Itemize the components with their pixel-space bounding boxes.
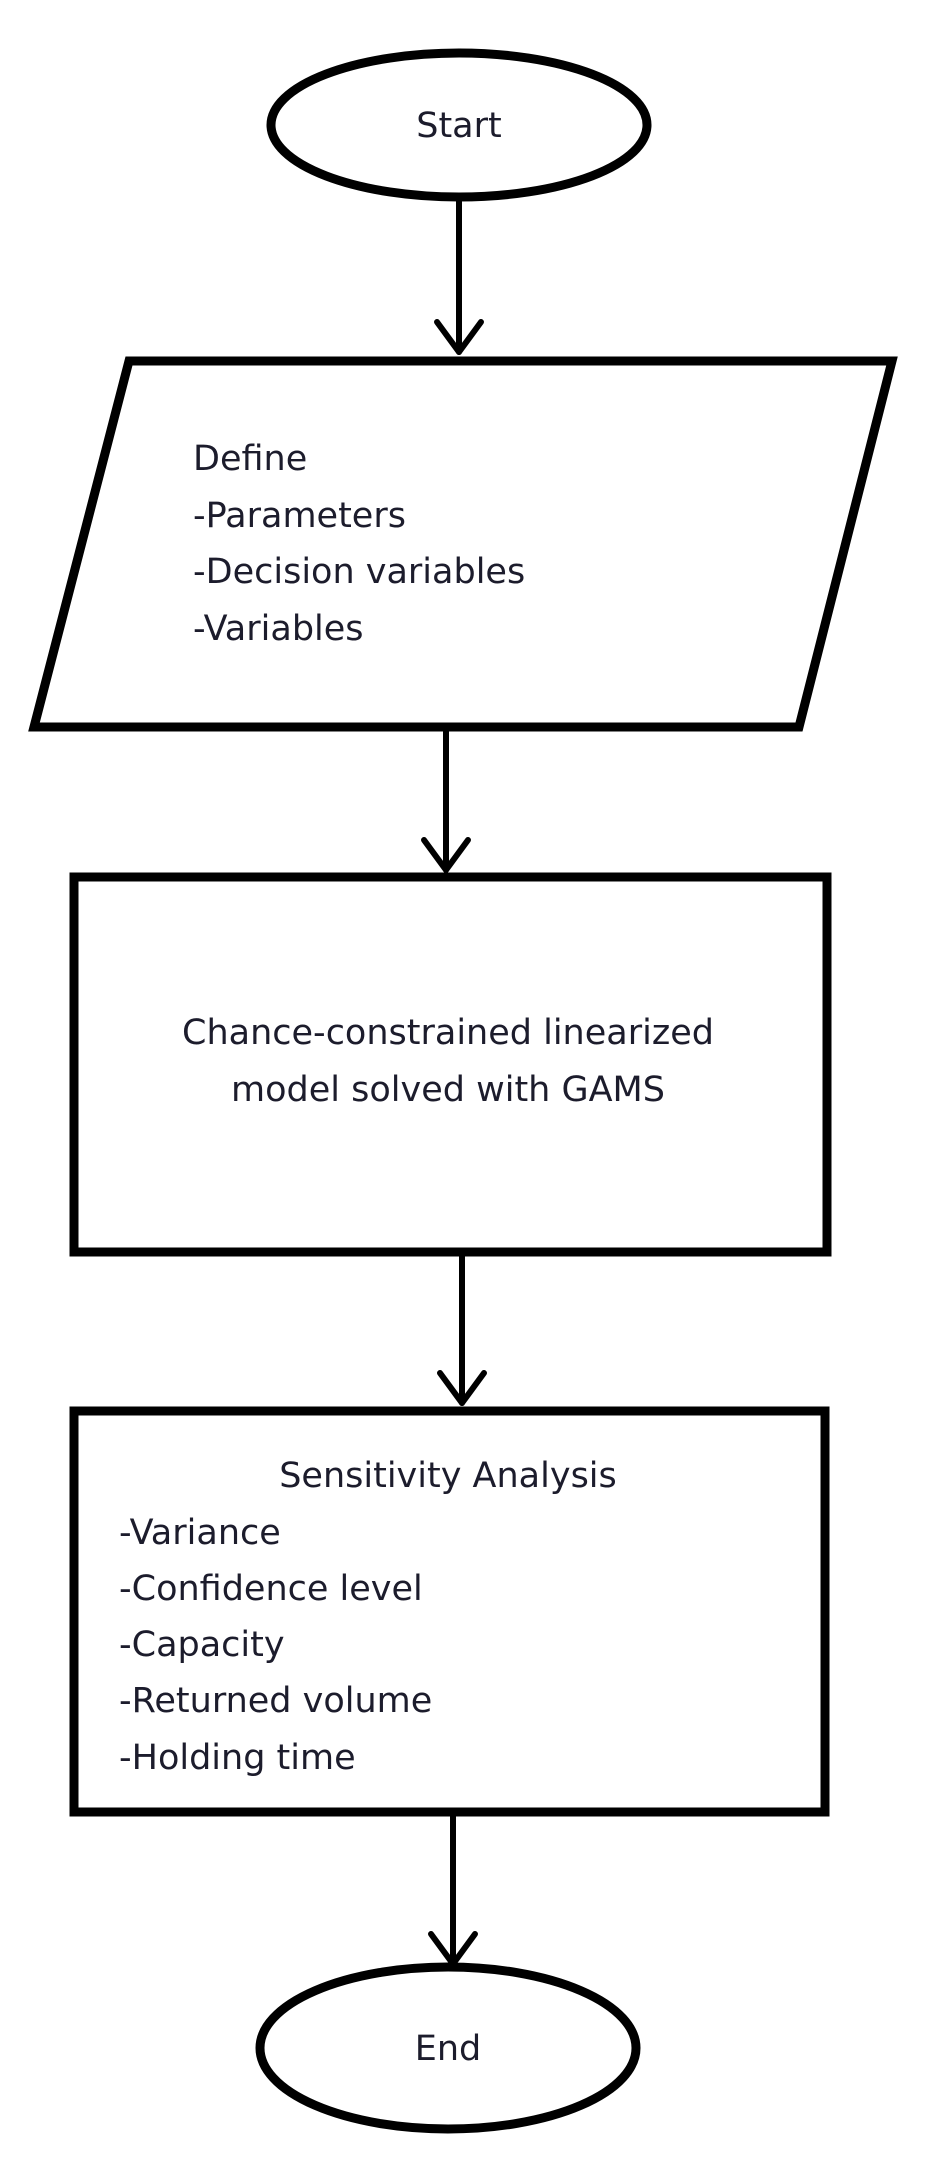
end-ellipse [255, 1962, 641, 2134]
model-line: model solved with GAMS [231, 1070, 665, 1110]
sensitivity-node: Sensitivity Analysis -Variance -Confiden… [69, 1406, 830, 1817]
arrow-model-to-sensitivity [437, 1253, 487, 1406]
arrow-start-to-define [434, 196, 484, 355]
define-item: -Variables [193, 609, 364, 649]
sensitivity-item: -Capacity [119, 1625, 285, 1665]
arrow-sensitivity-to-end [428, 1813, 478, 1967]
start-node: Start [266, 48, 652, 202]
define-node: Define -Parameters -Decision variables -… [28, 356, 898, 732]
define-item: -Decision variables [193, 552, 525, 592]
model-line: Chance-constrained linearized [182, 1013, 714, 1053]
end-label: End [415, 2029, 482, 2069]
sensitivity-item: -Confidence level [119, 1569, 423, 1609]
sensitivity-item: -Holding time [119, 1738, 356, 1778]
arrow-define-to-model [421, 728, 471, 873]
end-node: End [255, 1962, 641, 2134]
sensitivity-item: -Variance [119, 1513, 281, 1553]
model-box [69, 872, 832, 1257]
define-title: Define [193, 439, 307, 479]
sensitivity-title: Sensitivity Analysis [279, 1456, 617, 1496]
define-parallelogram [28, 356, 898, 732]
sensitivity-item: -Returned volume [119, 1681, 432, 1721]
model-node: Chance-constrained linearized model solv… [69, 872, 832, 1257]
start-label: Start [416, 106, 502, 146]
define-item: -Parameters [193, 496, 406, 536]
sensitivity-box [69, 1406, 830, 1817]
